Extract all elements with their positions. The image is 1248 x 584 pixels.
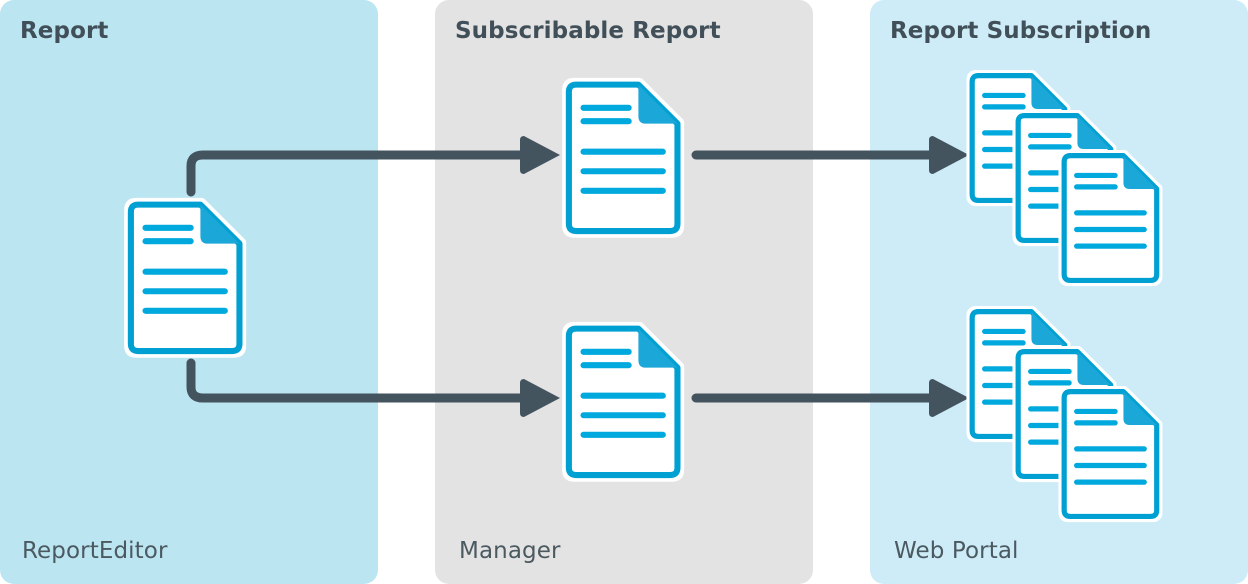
document-stack-subscription-bottom[interactable] [960,296,1170,523]
lane-footer-manager: Manager [459,538,561,564]
document-icon-subscribable-bottom[interactable] [562,320,686,482]
document-icon-subscribable-top[interactable] [562,76,686,238]
document-icon-stack-sheet-3 [1058,384,1164,523]
lane-title-report: Report [20,18,109,44]
lane-footer-report-editor: ReportEditor [22,538,168,564]
document-icon-report[interactable] [124,196,248,358]
lane-title-report-subscription: Report Subscription [890,18,1152,44]
document-stack-subscription-top[interactable] [960,60,1170,287]
lane-footer-web-portal: Web Portal [894,538,1019,564]
lane-title-subscribable-report: Subscribable Report [455,18,721,44]
document-icon-stack-sheet-3 [1058,148,1164,287]
